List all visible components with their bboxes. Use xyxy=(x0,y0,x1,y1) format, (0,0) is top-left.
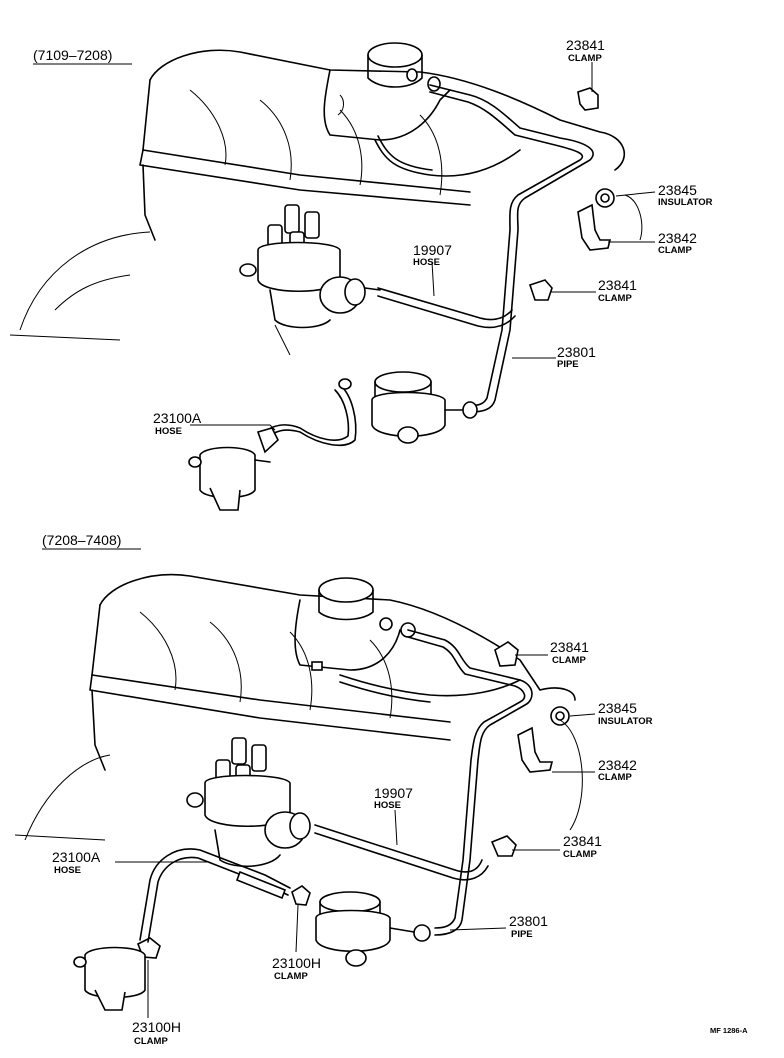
range-label-top: (7109–7208) xyxy=(33,47,112,63)
figure-code: MF 1286-A xyxy=(710,1026,748,1035)
vacuum-valve-bottom xyxy=(315,891,431,967)
callout-bottom-23100H-b-part: 23100H xyxy=(132,1019,181,1035)
callout-top-23841-a-part: 23841 xyxy=(566,37,605,53)
callout-top-19907-name: HOSE xyxy=(413,257,440,268)
leader-lines-bottom xyxy=(115,654,596,1018)
callout-bottom-23100H-b-name: CLAMP xyxy=(134,1036,168,1047)
callout-bottom-23100A-name: HOSE xyxy=(54,865,81,876)
hose-23100A-top xyxy=(256,378,357,454)
callout-top-23100A-part: 23100A xyxy=(153,410,202,426)
callout-bottom-23841-a-part: 23841 xyxy=(550,639,589,655)
callout-bottom-23801-part: 23801 xyxy=(509,913,548,929)
callout-bottom-23841-a-name: CLAMP xyxy=(552,655,586,666)
callout-top-23845-part: 23845 xyxy=(658,182,697,198)
solenoid-valve-bottom xyxy=(73,946,146,1011)
range-label-bottom: (7208–7408) xyxy=(42,532,121,548)
callout-bottom-23845-name: INSULATOR xyxy=(598,716,653,727)
callout-top-23842-name: CLAMP xyxy=(658,245,692,256)
distributor-top xyxy=(239,204,381,329)
pipe-23801-bottom xyxy=(339,629,533,936)
hose-23100A-bottom xyxy=(139,848,291,943)
callout-bottom-23841-b-part: 23841 xyxy=(563,833,602,849)
callout-bottom-23801-name: PIPE xyxy=(511,929,533,940)
callout-top-23845-name: INSULATOR xyxy=(658,197,713,208)
callout-top-23841-b-part: 23841 xyxy=(598,277,637,293)
callout-top-23841-b-name: CLAMP xyxy=(598,293,632,304)
callout-top-19907-part: 19907 xyxy=(413,242,452,258)
callout-bottom-23100H-a-name: CLAMP xyxy=(274,971,308,982)
clamps-bottom xyxy=(136,641,570,959)
hose-19907-top xyxy=(377,287,516,329)
solenoid-valve-top xyxy=(188,446,271,511)
callout-top-23100A-name: HOSE xyxy=(155,426,182,437)
callout-bottom-23842-name: CLAMP xyxy=(598,772,632,783)
callout-top-23842-part: 23842 xyxy=(658,230,697,246)
engine-assembly-bottom xyxy=(14,573,576,841)
distributor-bottom xyxy=(186,737,311,868)
callout-bottom-19907-name: HOSE xyxy=(374,800,401,811)
callout-bottom-23842-part: 23842 xyxy=(598,757,637,773)
clamps-top xyxy=(528,87,615,301)
callout-bottom-19907-part: 19907 xyxy=(374,785,413,801)
callout-bottom-23100A-part: 23100A xyxy=(52,849,101,865)
callout-bottom-23845-part: 23845 xyxy=(598,700,637,716)
callout-bottom-23100H-a-part: 23100H xyxy=(272,955,321,971)
engine-assembly-top xyxy=(9,42,626,356)
callout-top-23801-part: 23801 xyxy=(557,344,596,360)
callout-bottom-23841-b-name: CLAMP xyxy=(563,849,597,860)
vacuum-valve-top xyxy=(371,371,478,444)
leader-lines-top xyxy=(190,62,656,431)
callout-top-23801-name: PIPE xyxy=(557,359,579,370)
hose-19907-bottom xyxy=(314,824,489,881)
carburetor-bottom xyxy=(294,577,416,671)
pipe-23801-top xyxy=(429,84,594,413)
callout-top-23841-a-name: CLAMP xyxy=(568,53,602,64)
